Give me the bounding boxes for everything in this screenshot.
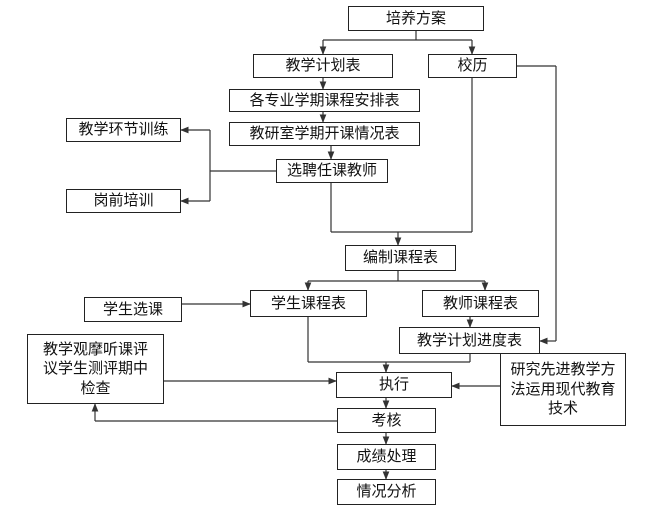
node-select-teachers: 选聘任课教师 (276, 159, 388, 183)
node-school-calendar: 校历 (428, 54, 517, 78)
node-teaching-practice: 教学环节训练 (66, 118, 181, 142)
node-assessment: 考核 (337, 408, 436, 433)
node-dept-course-status: 教研室学期开课情况表 (229, 122, 420, 146)
node-student-timetable: 学生课程表 (250, 290, 367, 317)
node-grade-processing: 成绩处理 (337, 444, 436, 470)
node-teaching-plan: 教学计划表 (253, 54, 393, 78)
node-compile-timetable: 编制课程表 (345, 245, 456, 271)
node-situation-analysis: 情况分析 (337, 479, 436, 505)
node-pre-job-training: 岗前培训 (66, 189, 181, 213)
node-teaching-progress: 教学计划进度表 (399, 327, 540, 354)
node-training-plan: 培养方案 (348, 6, 484, 31)
node-execute: 执行 (336, 372, 452, 398)
node-student-elective: 学生选课 (84, 297, 182, 322)
node-teacher-timetable: 教师课程表 (422, 290, 539, 317)
node-observation-check: 教学观摩听课评议学生测评期中检查 (27, 334, 164, 404)
node-research-methods: 研究先进教学方法运用现代教育技术 (500, 353, 626, 426)
node-major-course-schedule: 各专业学期课程安排表 (229, 89, 420, 112)
